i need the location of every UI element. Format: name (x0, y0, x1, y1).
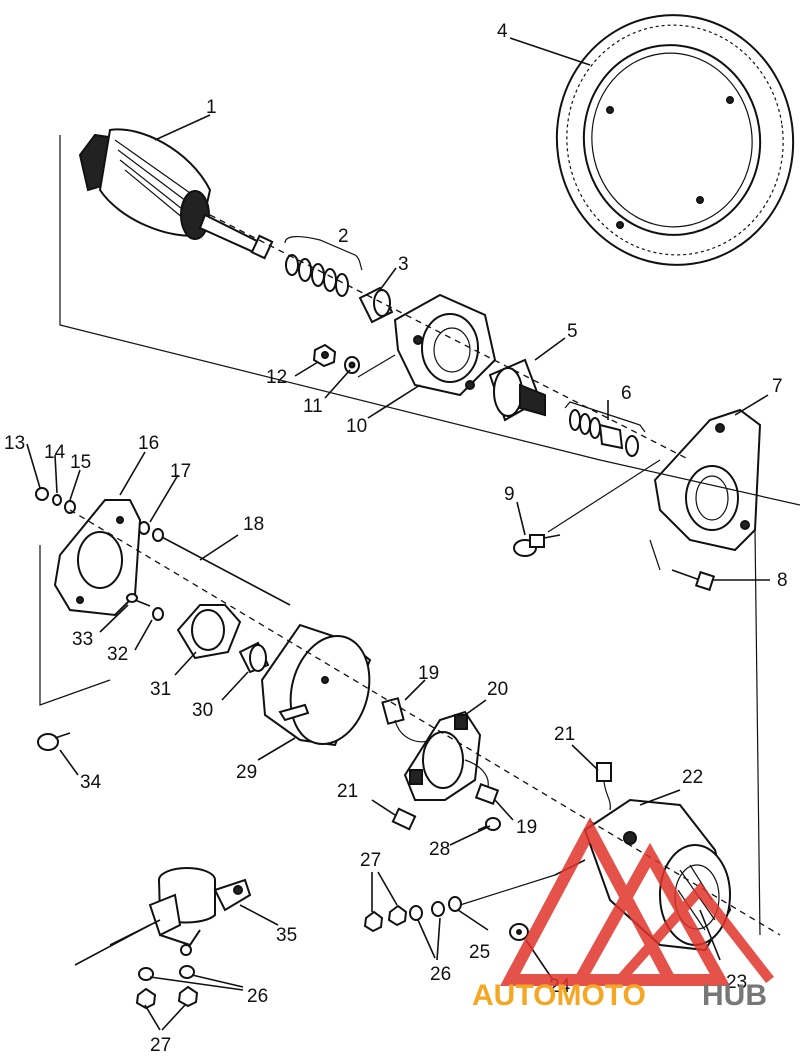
label-17: 17 (170, 461, 191, 482)
part-lockwasher-26a (409, 901, 445, 921)
label-15: 15 (70, 452, 91, 473)
part-washer-11 (344, 356, 360, 374)
part-screw-24 (509, 923, 529, 941)
assembly-lines (39, 135, 800, 936)
part-motor-frame (260, 623, 372, 747)
part-brush-21a (596, 762, 612, 811)
watermark-text-automoto: AUTOMOTO (472, 979, 646, 1012)
part-brush-21b (391, 807, 417, 831)
part-lockwasher-26b (138, 965, 195, 981)
label-22: 22 (682, 767, 703, 788)
label-25: 25 (469, 942, 490, 963)
label-5: 5 (567, 321, 578, 342)
part-bolt-9 (513, 534, 561, 557)
label-13: 13 (4, 433, 25, 454)
part-washer-25 (448, 896, 462, 912)
label-27a: 27 (360, 850, 381, 871)
part-brush-19a (381, 697, 431, 743)
label-34: 34 (80, 772, 102, 793)
part-through-bolt (152, 528, 291, 606)
label-6: 6 (621, 383, 632, 404)
label-20: 20 (487, 679, 508, 700)
label-26a: 26 (430, 964, 451, 985)
part-drive-housing (393, 293, 497, 397)
part-end-bracket (653, 408, 762, 552)
label-2: 2 (338, 226, 349, 247)
label-9: 9 (504, 484, 515, 505)
part-solenoid (74, 867, 252, 966)
label-14: 14 (44, 442, 66, 463)
part-brush-19b (464, 759, 500, 805)
label-8: 8 (777, 570, 788, 591)
label-19a: 19 (418, 663, 439, 684)
label-12: 12 (266, 367, 287, 388)
label-10: 10 (346, 416, 367, 437)
label-21a: 21 (554, 724, 575, 745)
part-bushing (358, 286, 394, 324)
label-29: 29 (236, 762, 257, 783)
label-26b: 26 (247, 986, 268, 1007)
part-bushing-30 (238, 641, 270, 674)
label-1: 1 (206, 97, 217, 118)
part-brush-plate (403, 710, 482, 801)
label-27b: 27 (150, 1035, 171, 1056)
watermark-logo-icon (500, 817, 774, 986)
label-33: 33 (72, 629, 93, 650)
label-19b: 19 (516, 817, 537, 838)
label-4: 4 (497, 21, 508, 42)
label-11: 11 (303, 396, 323, 417)
part-washer-14 (52, 494, 62, 506)
label-30: 30 (192, 700, 213, 721)
callout-labels: 1 2 3 4 5 6 7 8 9 10 11 12 13 14 15 16 1… (4, 21, 788, 1056)
part-end-cap-31 (176, 604, 242, 660)
label-21b: 21 (337, 781, 358, 802)
part-pinion-clutch (488, 358, 546, 422)
part-washer-15 (64, 500, 76, 514)
part-armature (78, 128, 274, 260)
part-nut-12 (312, 343, 337, 368)
watermark-text-hub: HUB (702, 979, 767, 1012)
label-3: 3 (398, 254, 409, 275)
part-spring (284, 236, 363, 297)
label-32: 32 (107, 644, 128, 665)
part-nut-27b (135, 985, 199, 1010)
label-31: 31 (150, 679, 171, 700)
label-16: 16 (138, 433, 159, 454)
part-nut-13 (35, 487, 49, 501)
label-23: 23 (726, 972, 747, 993)
label-18: 18 (243, 514, 264, 535)
part-ring-gear (555, 14, 795, 266)
leader-lines (26, 37, 770, 1031)
part-bolt-8 (671, 569, 716, 592)
automotohub-watermark: AUTOMOTO HUB (472, 817, 774, 1012)
part-screw-33 (126, 593, 151, 607)
part-bolt-34 (37, 732, 71, 751)
part-nut-27a (363, 904, 408, 933)
label-7: 7 (772, 376, 783, 397)
label-28: 28 (429, 839, 450, 860)
label-35: 35 (276, 925, 297, 946)
part-washer-32 (152, 607, 164, 621)
part-drive-spring (564, 401, 646, 457)
